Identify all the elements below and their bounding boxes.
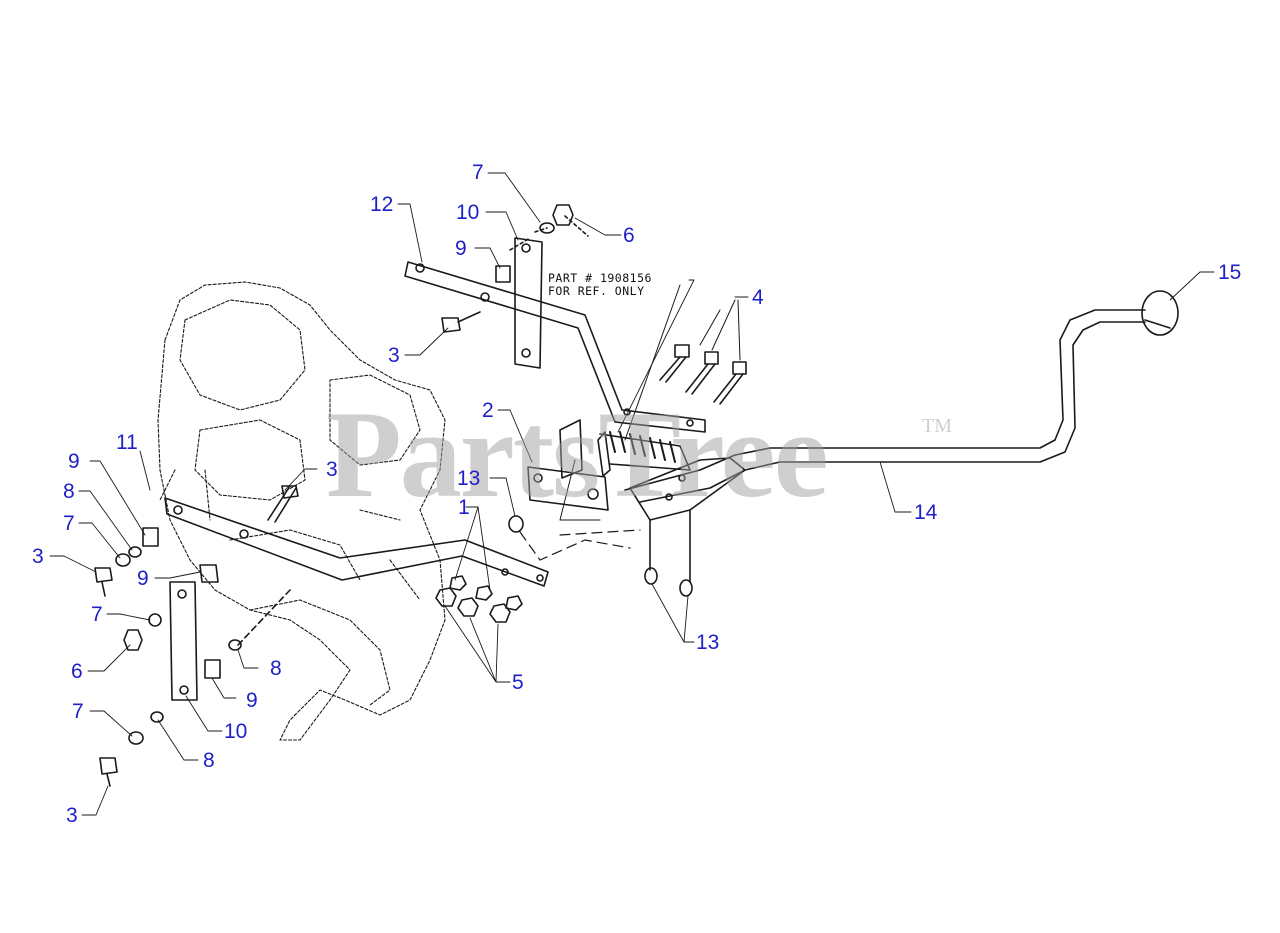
lower-link-plate: [169, 581, 198, 701]
callout-4[interactable]: 4: [752, 286, 764, 309]
callout-9-upper[interactable]: 9: [455, 237, 467, 260]
callout-5[interactable]: 5: [512, 671, 524, 694]
callout-9-mid[interactable]: 9: [137, 567, 149, 590]
callout-13-upper[interactable]: 13: [457, 467, 481, 490]
callout-9-lower[interactable]: 9: [246, 689, 258, 712]
note-line-2: FOR REF. ONLY: [548, 284, 645, 298]
upper-link-plate: [514, 237, 543, 369]
callout-8-mid[interactable]: 8: [270, 657, 282, 680]
callout-3-bottom[interactable]: 3: [66, 804, 78, 827]
leader-lines: [49, 172, 1215, 816]
callout-9-left[interactable]: 9: [68, 450, 80, 473]
shift-rod: [624, 309, 1146, 597]
callout-10-lower[interactable]: 10: [224, 720, 248, 743]
callout-1[interactable]: 1: [458, 496, 470, 519]
callout-10-upper[interactable]: 10: [456, 201, 480, 224]
watermark-text: PartsTree: [326, 386, 829, 523]
callout-15[interactable]: 15: [1218, 261, 1242, 284]
note-line-1: PART # 1908156: [548, 271, 652, 285]
watermark-tm: TM: [922, 415, 952, 437]
callout-7-lower[interactable]: 7: [72, 700, 84, 723]
callout-7-mid[interactable]: 7: [91, 603, 103, 626]
lower-hardware: [94, 527, 291, 787]
callout-3-left[interactable]: 3: [32, 545, 44, 568]
shift-knob: [1141, 290, 1179, 336]
callout-6-top[interactable]: 6: [623, 224, 635, 247]
bolts-4: [659, 299, 747, 405]
upper-bracket: [404, 261, 706, 433]
engine-block: [157, 281, 446, 741]
callout-7-left[interactable]: 7: [63, 512, 75, 535]
callout-14[interactable]: 14: [914, 501, 938, 524]
callout-8-lower[interactable]: 8: [203, 749, 215, 772]
upper-hardware: [441, 204, 589, 333]
callout-11[interactable]: 11: [116, 431, 138, 454]
spacer-13: [508, 515, 524, 533]
callout-13-lower[interactable]: 13: [696, 631, 720, 654]
callout-12[interactable]: 12: [370, 193, 394, 216]
callout-6-lower[interactable]: 6: [71, 660, 83, 683]
hidden-lines: [519, 529, 641, 561]
callout-3-upper[interactable]: 3: [388, 344, 400, 367]
callout-8-left[interactable]: 8: [63, 480, 75, 503]
callout-2[interactable]: 2: [482, 399, 494, 422]
callout-3-mid[interactable]: 3: [326, 458, 338, 481]
nuts-5: [435, 575, 523, 623]
callout-7-top[interactable]: 7: [472, 161, 484, 184]
lower-bracket: [164, 485, 549, 587]
part-reference-note: PART # 1908156 FOR REF. ONLY: [548, 272, 652, 298]
